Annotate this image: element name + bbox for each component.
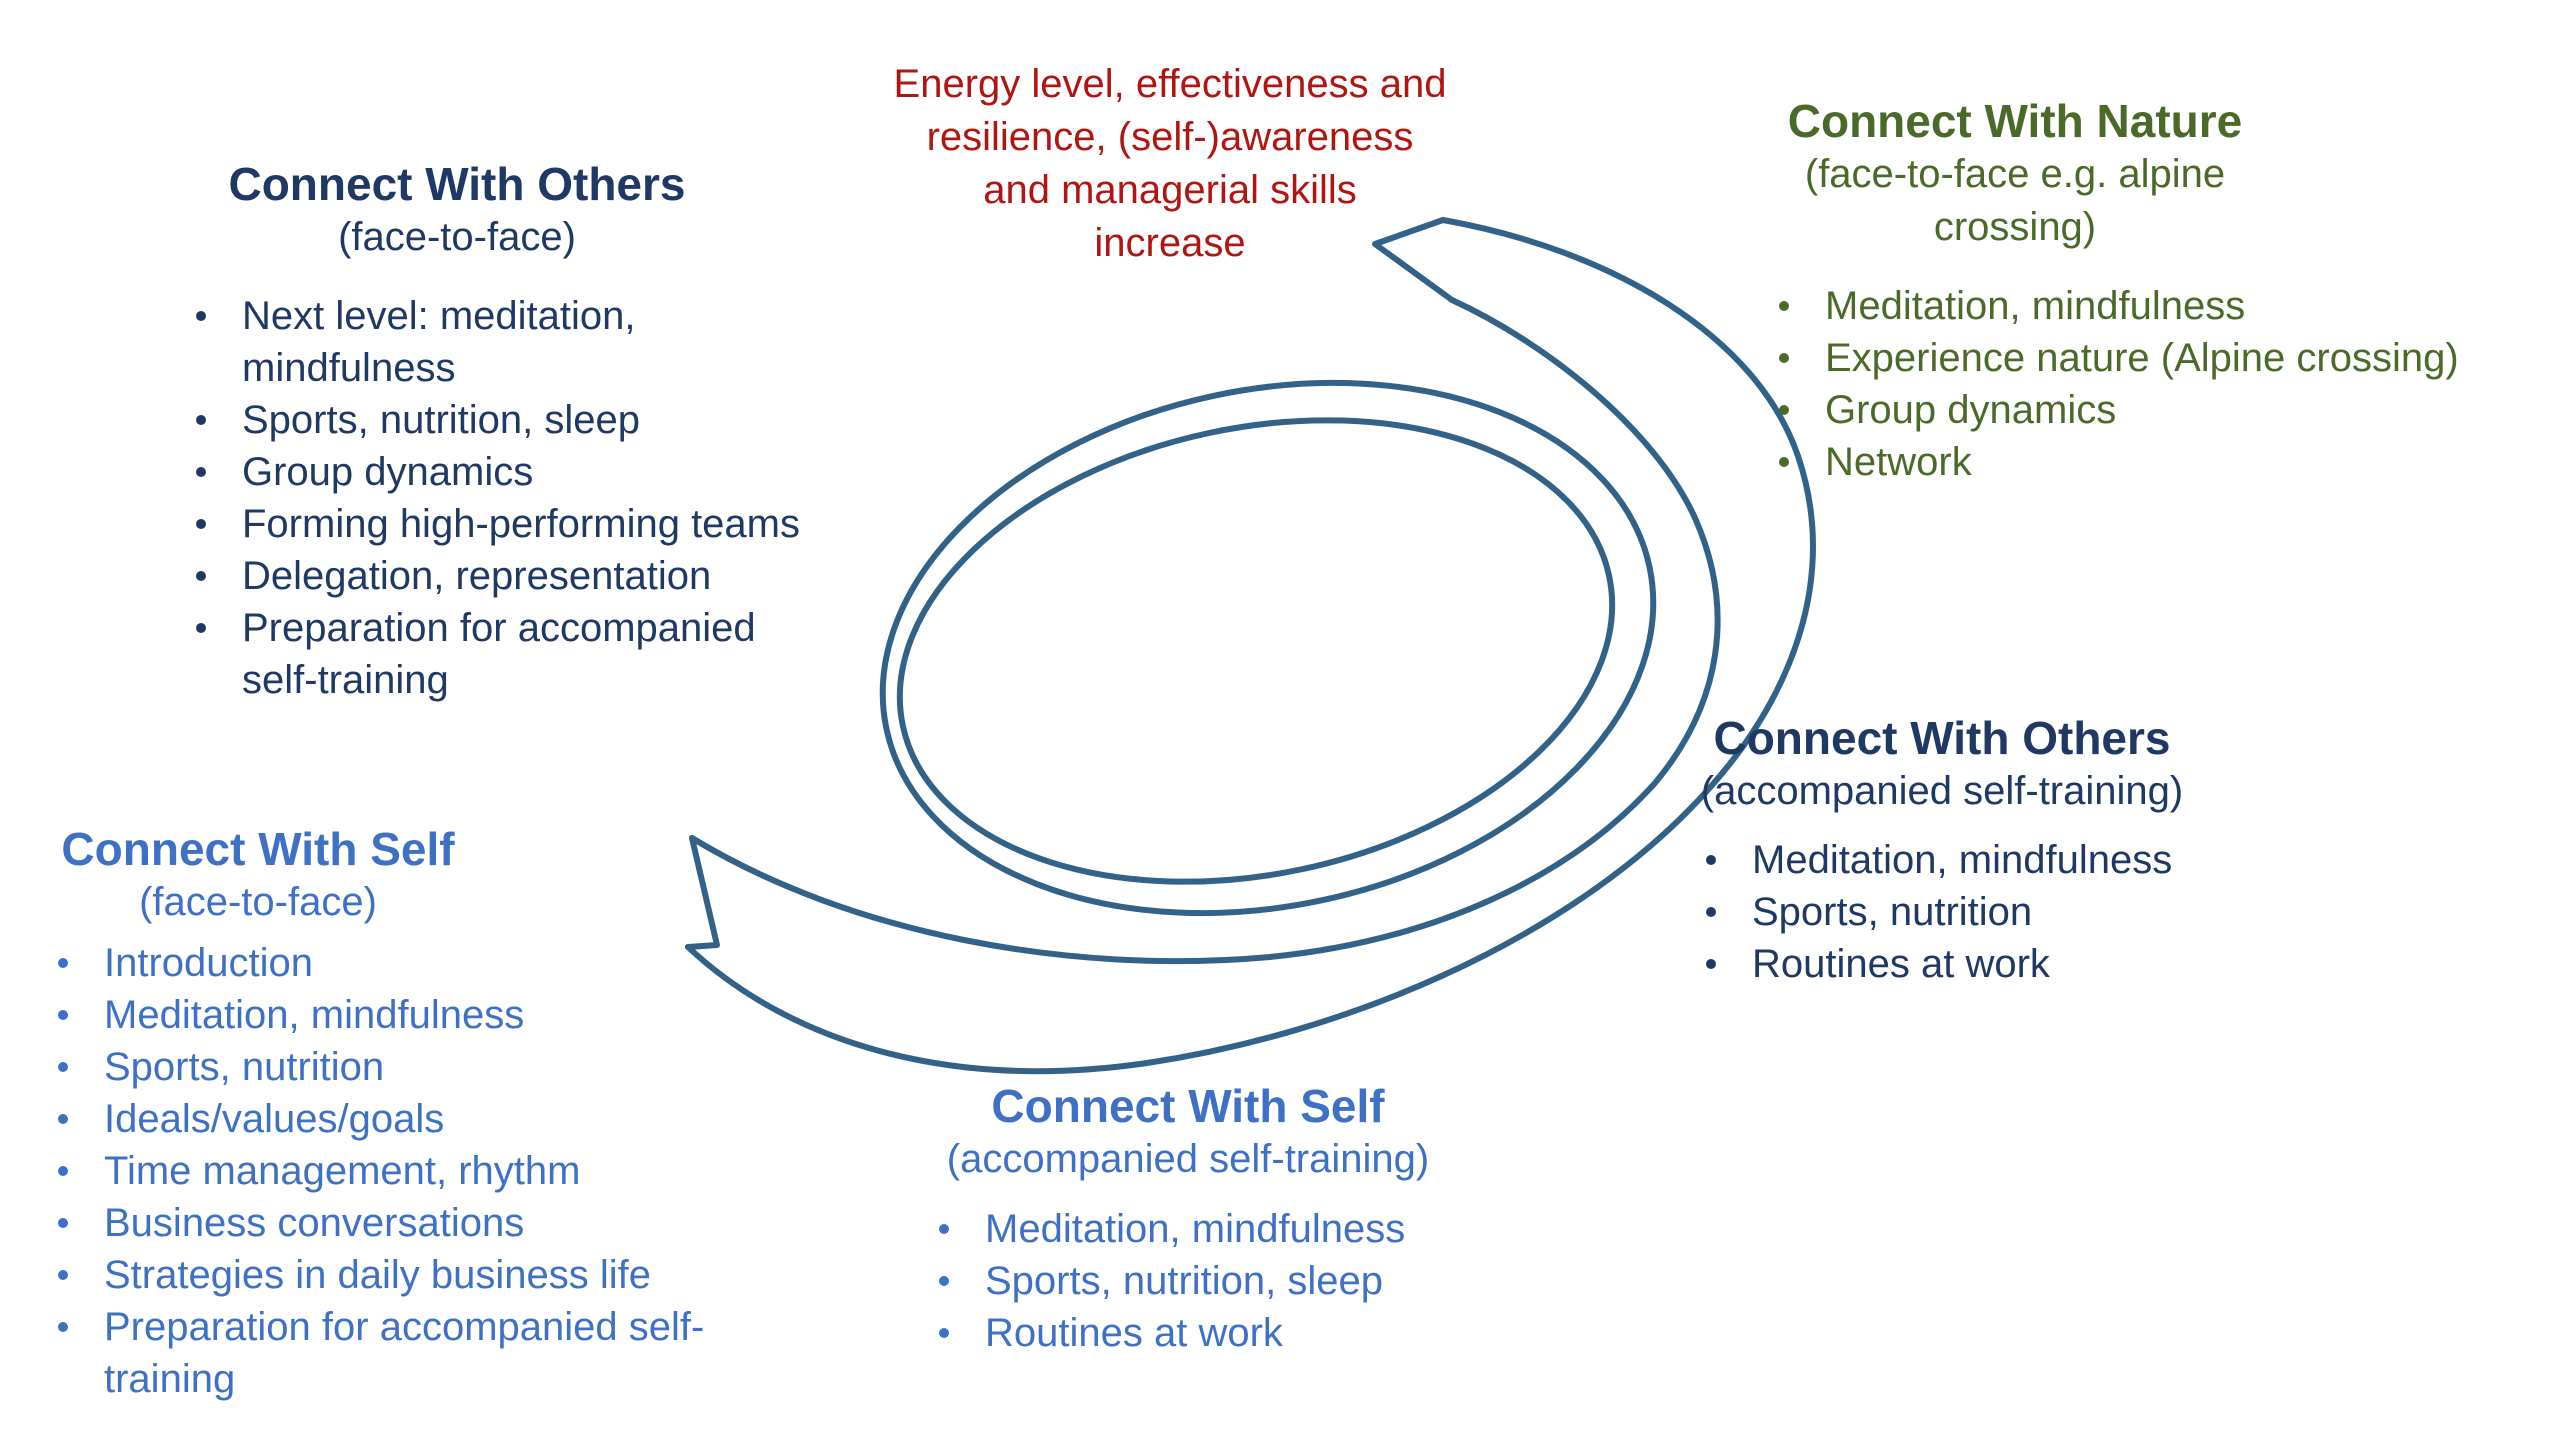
list-item-label: Routines at work (1752, 942, 2050, 986)
list-item-label: Sports, nutrition, sleep (985, 1259, 1383, 1303)
list-item-label: Preparation for accompanied self-trainin… (242, 606, 756, 702)
list-item-label: Meditation, mindfulness (104, 993, 525, 1037)
list-item-label: Ideals/values/goals (104, 1097, 445, 1141)
list-item-label: Introduction (104, 941, 314, 985)
list-item: Forming high-performing teams (186, 498, 836, 550)
list-item-label: Experience nature (Alpine crossing) (1825, 336, 2459, 380)
list-item: Time management, rhythm (48, 1145, 745, 1197)
block-title: Connect With Self (61, 823, 455, 875)
list-item-label: Group dynamics (1825, 388, 2117, 432)
list-item: Meditation, mindfulness (1769, 280, 2489, 332)
block-subtitle: (accompanied self-training) (1700, 769, 2184, 813)
list-item: Meditation, mindfulness (1696, 834, 2296, 886)
annotation-energy-increase: Energy level, effectiveness and resilien… (870, 58, 1470, 270)
list-item: Ideals/values/goals (48, 1093, 745, 1145)
bullet-list: Introduction Meditation, mindfulness Spo… (48, 937, 745, 1405)
list-item: Meditation, mindfulness (48, 989, 745, 1041)
list-item: Experience nature (Alpine crossing) (1769, 332, 2489, 384)
list-item-label: Meditation, mindfulness (1825, 284, 2246, 328)
list-item-label: Forming high-performing teams (242, 502, 800, 546)
list-item: Business conversations (48, 1197, 745, 1249)
annotation-line: resilience, (self-)awareness (926, 115, 1414, 159)
block-connect-with-others-face-to-face: Connect With Others (face-to-face) Next … (157, 158, 800, 706)
list-item-label: Preparation for accompanied self-trainin… (104, 1305, 705, 1401)
block-subtitle: (face-to-face) (338, 215, 576, 259)
list-item: Group dynamics (1769, 384, 2489, 436)
block-title: Connect With Self (991, 1080, 1385, 1132)
list-item: Routines at work (1696, 938, 2296, 990)
list-item-label: Business conversations (104, 1201, 525, 1245)
list-item: Next level: meditation, mindfulness (186, 290, 836, 394)
list-item: Group dynamics (186, 446, 836, 498)
list-item: Network (1769, 436, 2489, 488)
block-subtitle: (accompanied self-training) (946, 1137, 1430, 1181)
block-subtitle: (face-to-face) (139, 880, 377, 924)
block-title: Connect With Nature (1787, 95, 2243, 147)
list-item-label: Delegation, representation (242, 554, 712, 598)
list-item: Delegation, representation (186, 550, 836, 602)
list-item: Sports, nutrition (1696, 886, 2296, 938)
block-connect-with-others-accompanied: Connect With Others (accompanied self-tr… (1642, 712, 2242, 990)
annotation-line: Energy level, effectiveness and (893, 62, 1447, 106)
bullet-list: Next level: meditation, mindfulness Spor… (186, 290, 836, 706)
block-title: Connect With Others (1713, 712, 2171, 764)
bullet-list: Meditation, mindfulness Experience natur… (1769, 280, 2489, 488)
list-item-label: Sports, nutrition, sleep (242, 398, 640, 442)
block-connect-with-self-face-to-face: Connect With Self (face-to-face) Introdu… (8, 823, 704, 1405)
bullet-list: Meditation, mindfulness Sports, nutritio… (1696, 834, 2296, 990)
list-item-label: Meditation, mindfulness (1752, 838, 2173, 882)
list-item-label: Routines at work (985, 1311, 1283, 1355)
annotation-line: and managerial skills (983, 168, 1357, 212)
list-item: Introduction (48, 937, 745, 989)
list-item-label: Sports, nutrition (1752, 890, 2033, 934)
list-item: Sports, nutrition, sleep (929, 1255, 1489, 1307)
block-title: Connect With Others (228, 158, 686, 210)
list-item: Sports, nutrition (48, 1041, 745, 1093)
list-item: Sports, nutrition, sleep (186, 394, 836, 446)
block-subtitle: (face-to-face e.g. alpine crossing) (1804, 152, 2226, 249)
block-connect-with-nature: Connect With Nature (face-to-face e.g. a… (1690, 95, 2459, 488)
list-item: Meditation, mindfulness (929, 1203, 1489, 1255)
list-item-label: Meditation, mindfulness (985, 1207, 1406, 1251)
list-item-label: Next level: meditation, mindfulness (242, 294, 636, 390)
list-item: Preparation for accompanied self-trainin… (186, 602, 836, 706)
list-item-label: Time management, rhythm (104, 1149, 581, 1193)
list-item: Preparation for accompanied self-trainin… (48, 1301, 745, 1405)
list-item-label: Network (1825, 440, 1972, 484)
list-item: Routines at work (929, 1307, 1489, 1359)
list-item: Strategies in daily business life (48, 1249, 745, 1301)
list-item-label: Strategies in daily business life (104, 1253, 651, 1297)
list-item-label: Sports, nutrition (104, 1045, 385, 1089)
list-item-label: Group dynamics (242, 450, 534, 494)
block-connect-with-self-accompanied: Connect With Self (accompanied self-trai… (888, 1080, 1488, 1359)
annotation-line: increase (1094, 221, 1246, 265)
bullet-list: Meditation, mindfulness Sports, nutritio… (929, 1203, 1489, 1359)
